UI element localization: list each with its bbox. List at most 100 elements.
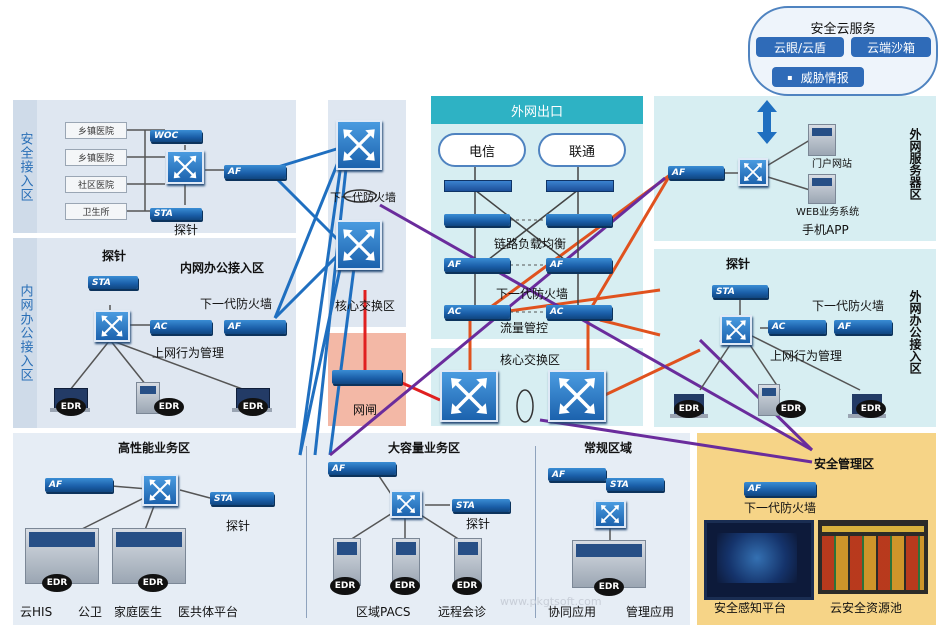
cloud-resource-panel [818,520,928,594]
server-icon [808,174,836,204]
switch-icon [336,220,382,270]
wan-firewall-label: 下一代防火墙 [496,287,569,301]
edr-badge: EDR [674,400,704,418]
edr-badge: EDR [330,577,360,595]
edr-badge: EDR [390,577,420,595]
large-probe-label: 探针 [466,517,491,531]
edr-badge: EDR [452,577,482,595]
external-behavior-label: 上网行为管理 [770,349,843,363]
probe-label: 探针 [174,223,199,237]
unicom-cloud: 联通 [538,133,626,167]
external-office-label: 外网办公接入区 [908,290,922,374]
switch-icon [440,370,498,422]
switch-icon [336,120,382,170]
threat-intel-label: 威胁情报 [800,70,849,85]
cloud-services-title: 安全云服务 [810,22,876,37]
high-perf-probe-label: 探针 [226,519,251,533]
af-device: AF [444,258,510,272]
switch-icon [166,150,204,184]
sta-device: STA [712,285,768,298]
external-probe-label: 探针 [726,257,751,271]
edr-badge: EDR [594,578,624,596]
gatekeeper-device [332,370,402,384]
site-box-3: 社区医院 [65,176,127,193]
switch-icon [738,158,768,186]
switch-icon [390,490,422,518]
app-family-doctor: 家庭医生 [114,605,163,619]
cloud-sandbox-button[interactable]: 云端沙箱 [851,37,931,57]
sta-device: STA [606,478,664,491]
router-bar [444,180,512,192]
switch-icon [94,310,130,342]
web-label: WEB业务系统 [796,207,860,218]
platform-resource-label: 云安全资源池 [830,601,903,615]
site-box-2: 乡镇医院 [65,149,127,166]
lb-device [546,214,612,226]
large-capacity-title: 大容量业务区 [388,441,461,455]
af-device: AF [45,478,113,492]
af-device: AF [546,258,612,272]
core-switch-area-label: 核心交换区 [500,353,561,367]
site-box-4: 卫生所 [65,203,127,220]
intranet-office-label: 内网办公接入区 [13,238,37,428]
af-device: AF [548,468,606,481]
af-device: AF [834,320,892,334]
security-access-label: 安全接入区 [13,100,37,233]
app-remote-consult: 远程会诊 [438,605,487,619]
intranet-behavior-label: 上网行为管理 [152,346,225,360]
flow-label: 流量管控 [500,321,549,335]
app-public-health: 公卫 [78,605,103,619]
telecom-cloud: 电信 [438,133,526,167]
divider-1 [306,446,307,618]
external-firewall-label: 下一代防火墙 [812,299,885,313]
edr-badge: EDR [856,400,886,418]
sta-device: STA [210,492,274,505]
switch-icon [548,370,606,422]
divider-2 [535,446,536,618]
sta-device: STA [150,208,202,220]
switch-icon [594,500,626,528]
ac-device: AC [444,305,510,319]
af-device: AF [744,482,816,496]
app-management: 管理应用 [626,605,675,619]
lb-label: 链路负载均衡 [494,237,567,251]
gatekeeper-label: 网闸 [353,403,378,417]
edr-badge: EDR [154,398,184,416]
app-collab: 协同应用 [548,605,597,619]
sta-device: STA [88,276,138,289]
edr-badge: EDR [776,400,806,418]
lb-device [444,214,510,226]
edr-badge: EDR [56,398,86,416]
server-rack-icon [25,528,99,584]
intranet-office-title: 内网办公接入区 [180,261,265,275]
switch-icon [720,315,752,345]
cloud-eye-button[interactable]: 云眼/云盾 [756,37,844,57]
router-bar [546,180,614,192]
server-icon [808,124,836,156]
af-device: AF [668,166,724,179]
app-pacs: 区域PACS [356,605,411,619]
server-icon [758,384,780,416]
security-mgmt-title: 安全管理区 [814,457,875,471]
woc-device: WOC [150,130,202,142]
sta-device: STA [452,499,510,512]
external-server-label: 外网服务器区 [908,128,922,200]
threat-intel-button[interactable]: ▪ 威胁情报 [772,67,864,87]
af-device: AF [328,462,396,475]
mgmt-firewall-label: 下一代防火墙 [744,501,817,515]
core-firewall-label: 下一代防火墙 [330,191,396,204]
ac-device: AC [768,320,826,334]
ac-device: AC [546,305,612,319]
intranet-firewall-label: 下一代防火墙 [200,297,273,311]
af-device: AF [224,320,286,334]
site-box-1: 乡镇医院 [65,122,127,139]
bullet-icon: ▪ [787,72,793,82]
core-switch-label: 核心交换区 [335,299,396,313]
app-his: 云HIS [20,605,53,619]
app-label: 手机APP [802,223,849,237]
situation-awareness-screen [704,520,814,600]
high-perf-title: 高性能业务区 [118,441,191,455]
regular-title: 常规区域 [584,441,633,455]
wan-exit-title: 外网出口 [431,96,643,124]
